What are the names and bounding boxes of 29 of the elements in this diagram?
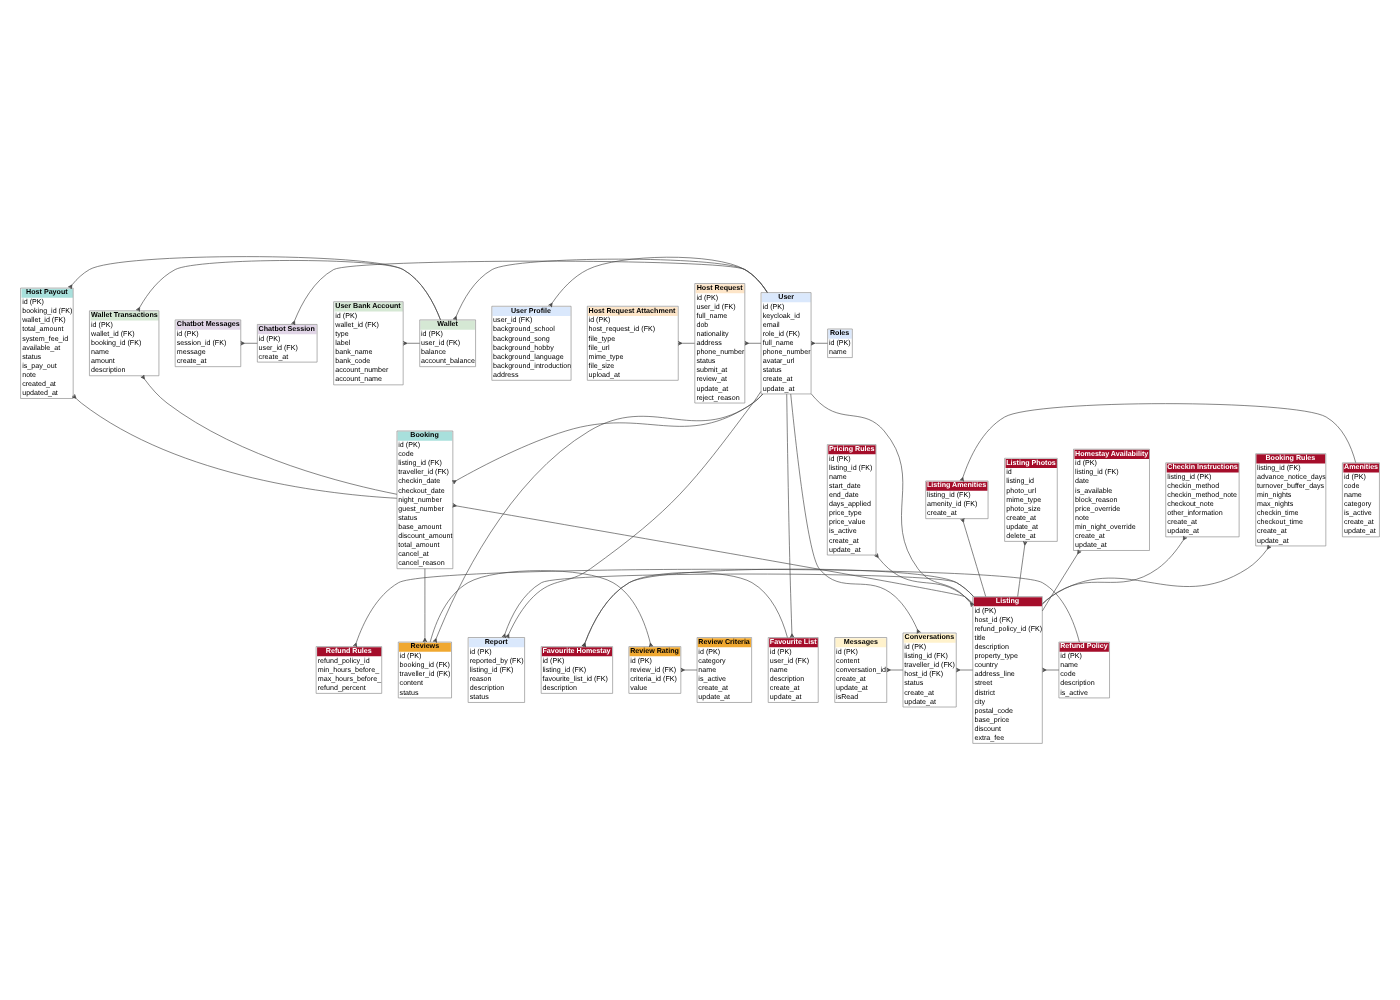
connector (1017, 541, 1028, 597)
connector (451, 393, 764, 485)
connector (790, 393, 921, 634)
connector (959, 403, 1357, 482)
connector (1042, 549, 1082, 612)
connector (452, 258, 768, 321)
connector (886, 667, 904, 673)
connector (140, 374, 398, 495)
connector (452, 503, 973, 604)
connector (680, 667, 698, 673)
connector (956, 667, 974, 673)
connector (240, 341, 258, 346)
connector (1042, 544, 1272, 604)
connector (403, 341, 420, 346)
connector (71, 394, 398, 499)
connector (548, 256, 768, 308)
connector (432, 393, 763, 643)
connector (960, 518, 987, 597)
connector (678, 341, 695, 346)
connector (810, 393, 975, 608)
connector (744, 341, 762, 346)
connector (1042, 667, 1060, 673)
connector (1042, 535, 1188, 605)
connector (505, 391, 762, 639)
connector (810, 341, 828, 346)
connector (874, 553, 974, 605)
connector (501, 573, 974, 639)
connector (422, 568, 427, 643)
connector (786, 393, 795, 638)
